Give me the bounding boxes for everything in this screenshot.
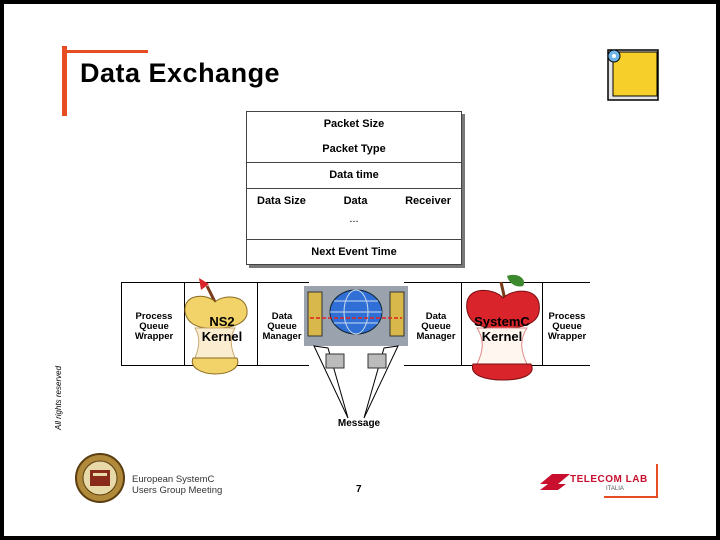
page-number: 7	[356, 484, 362, 495]
left-process-queue-wrapper: Process Queue Wrapper	[134, 311, 174, 342]
logo-accent-horizontal	[604, 496, 658, 498]
corner-logo-icon	[607, 49, 659, 101]
systemc-apple-icon	[466, 274, 540, 381]
network-globe-icon	[304, 286, 408, 346]
telecom-lab-logo: TELECOM LAB	[570, 474, 648, 485]
right-top-line	[404, 282, 590, 283]
right-data-queue-manager: Data Queue Manager	[416, 311, 456, 342]
logo-accent-vertical	[656, 464, 658, 498]
left-divider-1	[184, 282, 185, 366]
title-accent-horizontal	[66, 50, 148, 53]
slide: { "slide": { "title": "Data Exchange", "…	[4, 4, 716, 536]
packet-size-row: Packet Size	[323, 118, 385, 130]
systemc-kernel-label: SystemC Kernel	[474, 314, 530, 344]
ellipsis-cell: ...	[349, 213, 359, 225]
data-time-row: Data time	[247, 162, 461, 188]
left-data-queue-manager: Data Queue Manager	[262, 311, 302, 342]
ns2-kernel-label: NS2 Kernel	[201, 314, 243, 344]
data-fields-row: Data Size Data Receiver ...	[247, 188, 461, 239]
message-label: Message	[337, 418, 381, 429]
left-divider-2	[257, 282, 258, 366]
title-accent-vertical	[62, 46, 67, 116]
rights-text: All rights reserved	[54, 365, 63, 430]
next-event-time-row: Next Event Time	[247, 239, 461, 264]
right-divider-1	[461, 282, 462, 366]
seal-logo-icon	[75, 453, 125, 503]
right-divider-2	[542, 282, 543, 366]
packet-type-row: Packet Type	[322, 143, 386, 155]
telecom-lab-mark-icon	[540, 474, 570, 490]
packet-structure-table: Packet Size Packet Type Data time Data S…	[246, 111, 462, 265]
message-callout-icon	[313, 345, 399, 419]
right-process-queue-wrapper: Process Queue Wrapper	[547, 311, 587, 342]
org-name: European SystemC Users Group Meeting	[132, 474, 223, 496]
left-top-line	[121, 282, 309, 283]
ns2-apple-icon	[184, 278, 248, 375]
data-size-cell: Data Size	[257, 195, 306, 207]
telecom-lab-sub: ITALIA	[606, 486, 624, 492]
left-edge-line	[121, 282, 122, 366]
page-title: Data Exchange	[80, 58, 281, 88]
data-cell: Data	[343, 195, 368, 207]
receiver-cell: Receiver	[405, 195, 451, 207]
